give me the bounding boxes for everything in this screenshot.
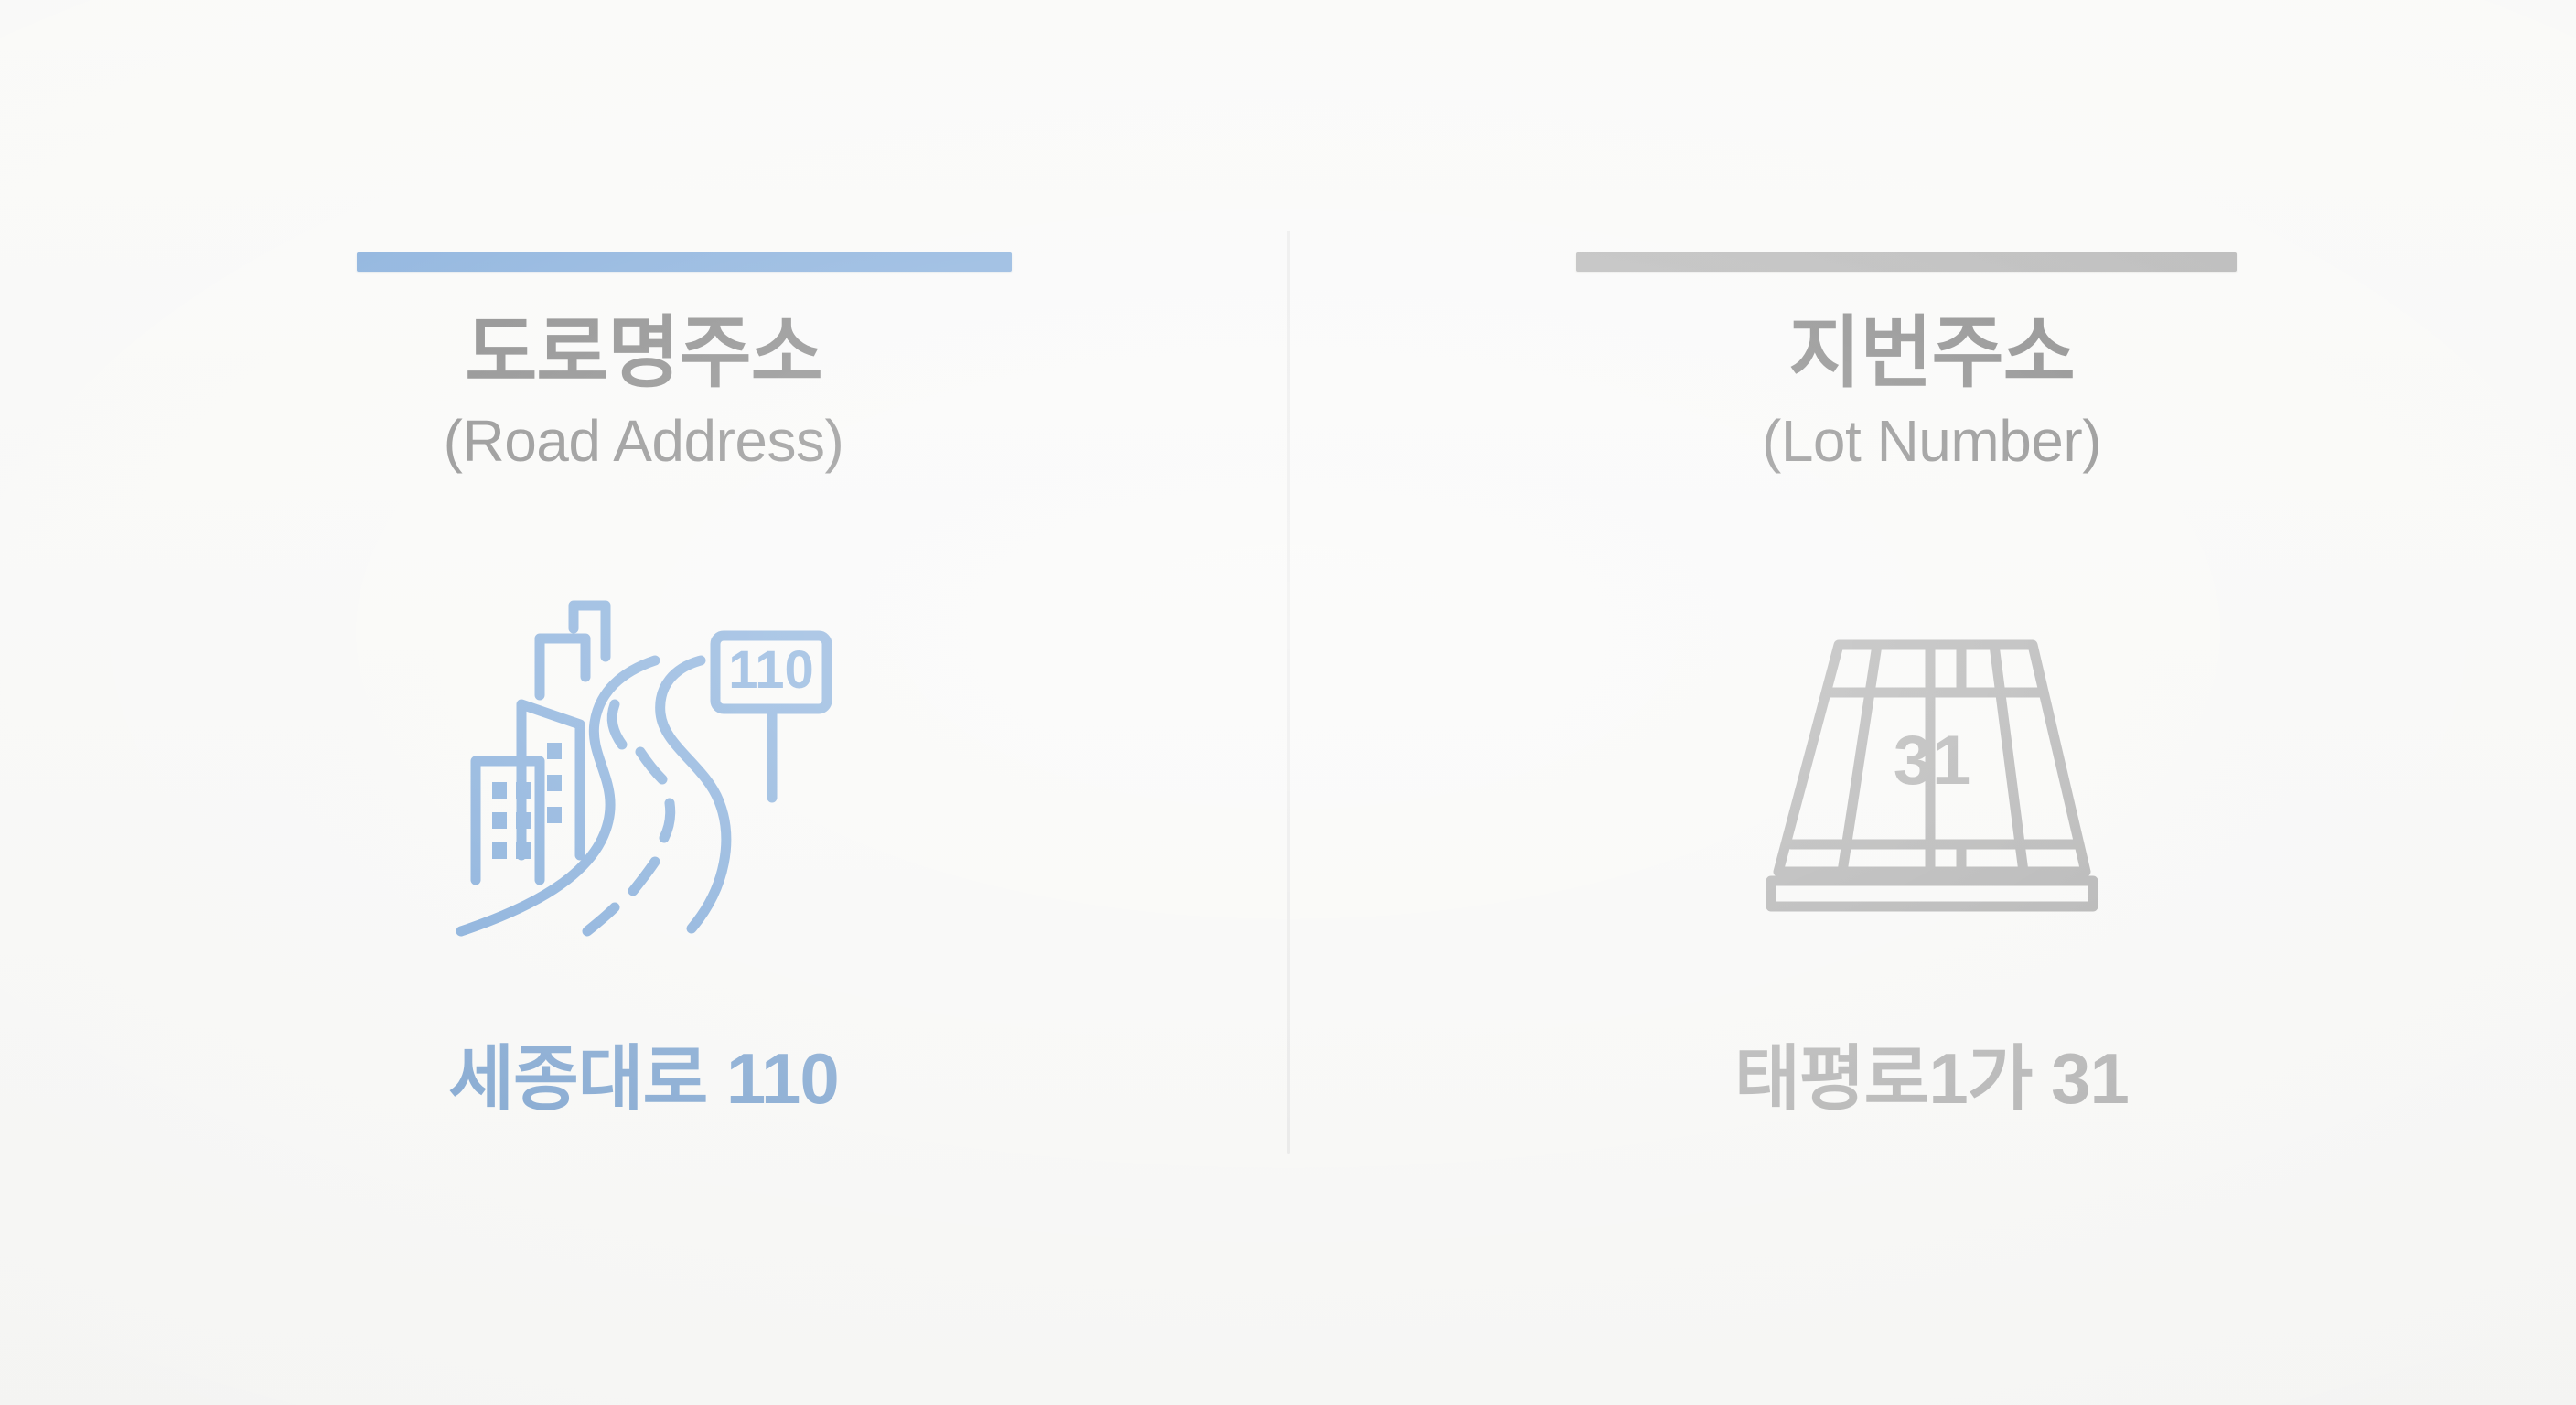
caption-road-address: 세종대로 110 — [448, 1038, 840, 1119]
caption-lot-number: 태평로1가 31 — [1734, 1038, 2130, 1119]
icon-wrap-road-address: 110 — [0, 585, 1287, 951]
icon-wrap-lot-number: 31 — [1287, 585, 2576, 951]
heading-lot-number: 지번주소 (Lot Number) — [1287, 309, 2576, 474]
title-ko-lot-number: 지번주소 — [1788, 309, 2075, 397]
title-en-road-address: (Road Address) — [443, 407, 844, 474]
land-parcel-grid-icon: 31 — [1766, 639, 2098, 912]
accent-bar-lot-number — [1576, 252, 2237, 272]
vertical-divider — [1287, 231, 1290, 1154]
title-en-lot-number: (Lot Number) — [1762, 407, 2102, 474]
title-ko-road-address: 도로명주소 — [465, 309, 823, 397]
lot-number-label: 31 — [1893, 722, 1970, 799]
street-sign-number: 110 — [728, 640, 814, 700]
road-with-buildings-and-street-sign-icon: 110 — [456, 600, 832, 937]
heading-road-address: 도로명주소 (Road Address) — [0, 309, 1287, 474]
accent-bar-road-address — [357, 252, 1012, 272]
